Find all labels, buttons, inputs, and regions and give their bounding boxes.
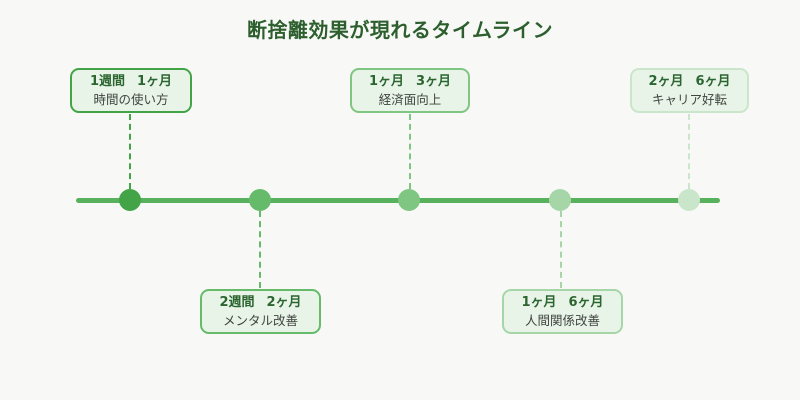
milestone-dot: [398, 189, 420, 211]
milestone-time-from: 1週間: [89, 73, 125, 89]
milestone-label: メンタル改善: [222, 312, 298, 328]
milestone-label: 人間関係改善: [524, 312, 600, 328]
milestone-dot: [678, 189, 700, 211]
milestone-time-from: 1ヶ月: [521, 294, 557, 310]
milestone-label: 経済面向上: [378, 91, 442, 107]
milestone-connector: [259, 211, 261, 288]
milestone-time-from: 1ヶ月: [368, 73, 404, 89]
milestone-dot: [119, 189, 141, 211]
milestone-connector: [688, 114, 690, 189]
milestone-time-range: 1週間 1ヶ月: [90, 74, 172, 90]
milestone-card: 2週間 2ヶ月 メンタル改善: [200, 289, 321, 334]
milestone-card: 2ヶ月 6ヶ月 キャリア好転: [630, 68, 749, 113]
milestone-connector: [560, 211, 562, 288]
milestone-time-from: 2ヶ月: [648, 73, 684, 89]
milestone-label: 時間の使い方: [93, 91, 169, 107]
milestone-card: 1週間 1ヶ月 時間の使い方: [70, 68, 192, 113]
milestone-time-from: 2週間: [219, 294, 255, 310]
milestone-label: キャリア好転: [651, 91, 727, 107]
milestone-card: 1ヶ月 6ヶ月 人間関係改善: [502, 289, 623, 334]
milestone-time-range: 1ヶ月 3ヶ月: [369, 74, 451, 90]
milestone-dot: [549, 189, 571, 211]
milestone-card: 1ヶ月 3ヶ月 経済面向上: [350, 68, 470, 113]
milestone-time-to: 6ヶ月: [695, 73, 731, 89]
milestone-dot: [249, 189, 271, 211]
milestone-connector: [409, 114, 411, 189]
milestone-time-to: 3ヶ月: [416, 73, 452, 89]
milestone-connector: [129, 114, 131, 189]
milestone-time-to: 1ヶ月: [137, 73, 173, 89]
milestone-time-range: 1ヶ月 6ヶ月: [521, 295, 603, 311]
page-title: 断捨離効果が現れるタイムライン: [246, 18, 554, 42]
milestone-time-to: 2ヶ月: [266, 294, 302, 310]
milestone-time-range: 2週間 2ヶ月: [219, 295, 301, 311]
milestone-time-range: 2ヶ月 6ヶ月: [648, 74, 730, 90]
milestone-time-to: 6ヶ月: [568, 294, 604, 310]
